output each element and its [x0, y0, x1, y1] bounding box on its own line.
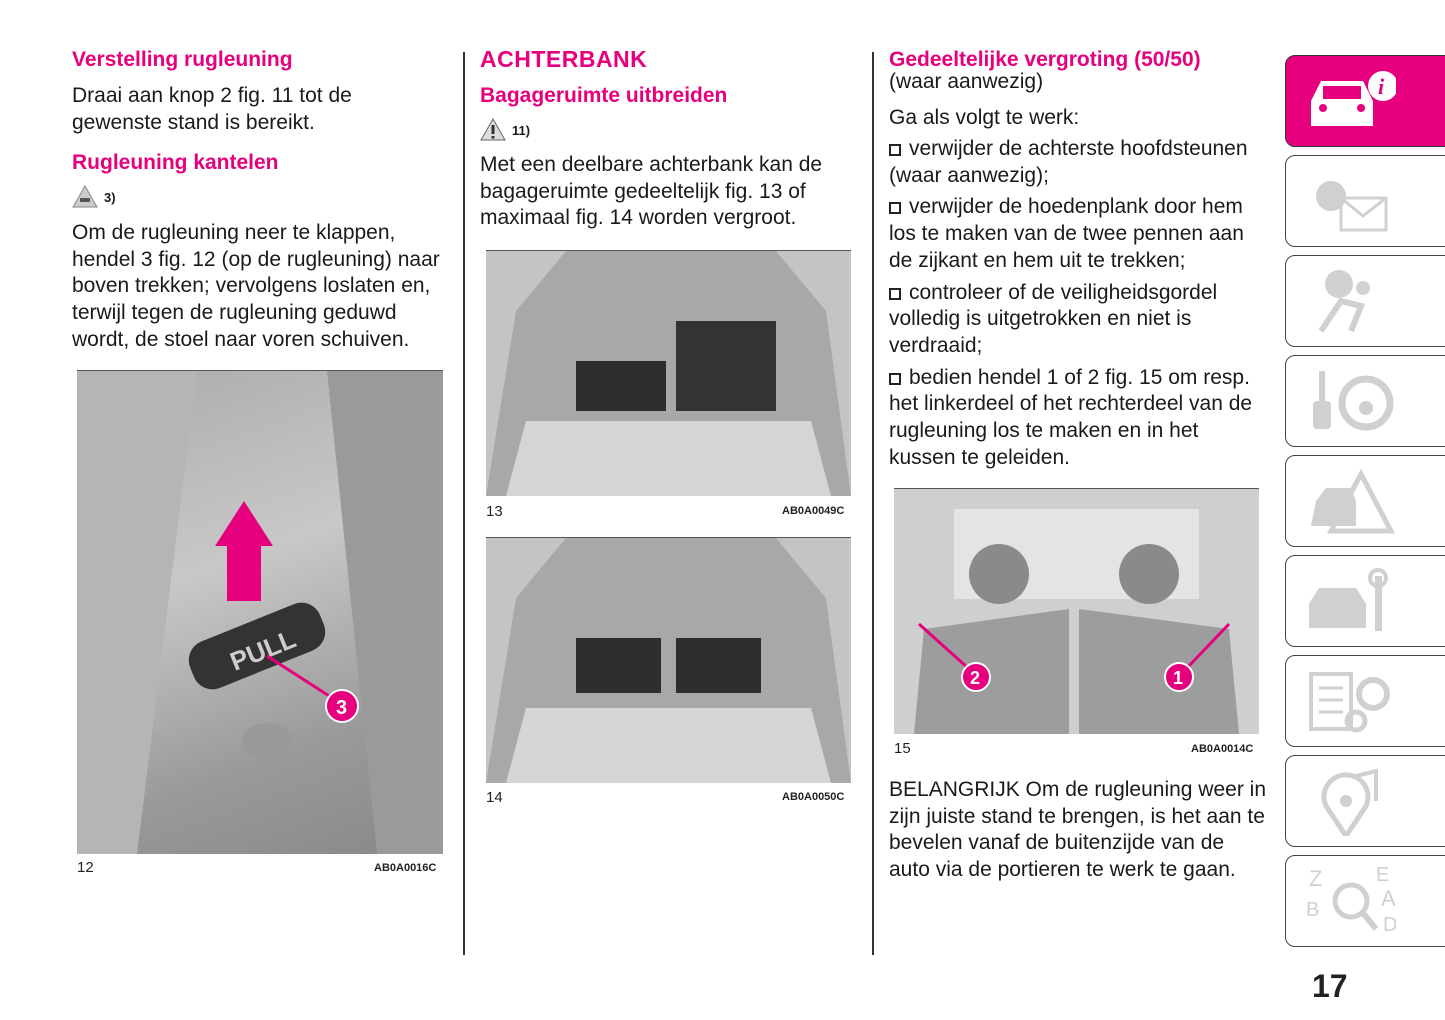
list-item-text: bedien hendel 1 of 2 fig. 15 om resp. he… [889, 365, 1253, 469]
svg-text:E: E [1376, 864, 1389, 886]
figure-13-number: 13 [486, 503, 503, 520]
warning-ref-label: 3) [104, 189, 116, 205]
checkbox-bullet-icon [889, 372, 901, 385]
figure-15-image: 2 1 [894, 488, 1259, 734]
trunk-partial-illustration [486, 251, 851, 496]
section-title-achterbank: ACHTERBANK [480, 46, 648, 72]
list-item-text: verwijder de achterste hoofdsteunen (waa… [889, 137, 1248, 187]
figure-12-image: PULL 3 [77, 370, 443, 854]
multimedia-music-icon [1321, 768, 1378, 836]
tab-maintenance[interactable] [1285, 555, 1445, 647]
figure-15-code: AB0A0014C [1191, 743, 1254, 755]
figure-12-code: AB0A0016C [374, 862, 437, 874]
figure-15-number: 15 [894, 740, 911, 757]
seat-lever-illustration: PULL 3 [77, 371, 443, 854]
list-item: verwijder de hoedenplank door hem los te… [889, 194, 1264, 274]
warning-light-message-icon [1316, 181, 1388, 232]
warning-triangle-icon [480, 118, 506, 141]
svg-text:1: 1 [1173, 668, 1183, 688]
page-number: 17 [1312, 968, 1348, 1004]
heading-verstelling-rugleuning: Verstelling rugleuning [72, 48, 293, 71]
tab-warning-lights-messages[interactable] [1285, 155, 1445, 247]
heading-gedeeltelijke-vergroting: Gedeeltelijke vergroting (50/50) [889, 48, 1201, 71]
tab-car-info[interactable]: i [1285, 55, 1445, 147]
svg-text:B: B [1306, 899, 1319, 921]
list-item-text: verwijder de hoedenplank door hem los te… [889, 195, 1244, 272]
tab-emergency[interactable] [1285, 455, 1445, 547]
checkbox-bullet-icon [889, 144, 901, 156]
seat-warning-icon [72, 185, 98, 208]
paragraph-kantelen: Om de rugleuning neer te klappen, hendel… [72, 221, 440, 351]
intro-text: Ga als volgt te werk: [889, 106, 1080, 129]
trunk-full-illustration [486, 538, 851, 783]
specs-gear-icon [1309, 672, 1390, 733]
figure-12-number: 12 [77, 859, 94, 876]
column-divider [872, 52, 874, 955]
tab-safety[interactable] [1285, 255, 1445, 347]
list-item: controleer of de veiligheidsgordel volle… [889, 280, 1264, 360]
figure-14-image [486, 537, 851, 783]
checkbox-bullet-icon [889, 202, 901, 215]
note-belangrijk: BELANGRIJK Om de rugleuning weer in zijn… [889, 778, 1267, 882]
figure-14-number: 14 [486, 789, 503, 806]
list-item: bedien hendel 1 of 2 fig. 15 om resp. he… [889, 365, 1264, 472]
car-emergency-triangle-icon [1311, 468, 1396, 534]
rear-seat-illustration: 2 1 [894, 489, 1259, 734]
checkbox-bullet-icon [889, 287, 901, 300]
warning-ref-label: 11) [512, 122, 531, 138]
column-divider [463, 52, 465, 955]
svg-text:2: 2 [970, 668, 980, 688]
svg-text:Z: Z [1309, 866, 1322, 891]
warning-reference[interactable]: 3) [72, 185, 116, 209]
figure-14-code: AB0A0050C [782, 791, 845, 803]
tab-starting-driving[interactable] [1285, 355, 1445, 447]
figure-13-code: AB0A0049C [782, 505, 845, 517]
car-wrench-icon [1309, 568, 1388, 631]
svg-text:3: 3 [336, 697, 347, 719]
heading-bagageruimte: Bagageruimte uitbreiden [480, 84, 728, 107]
heading-rugleuning-kantelen: Rugleuning kantelen [72, 151, 279, 174]
car-info-icon: i [1311, 71, 1396, 126]
airbag-seatbelt-icon [1318, 270, 1370, 333]
list-item: verwijder de achterste hoofdsteunen (waa… [889, 136, 1264, 189]
key-steering-wheel-icon [1313, 371, 1394, 431]
svg-text:A: A [1381, 886, 1396, 911]
list-item-text: controleer of de veiligheidsgordel volle… [889, 280, 1218, 357]
subheading-waar-aanwezig: (waar aanwezig) [889, 70, 1044, 93]
svg-text:D: D [1383, 914, 1396, 936]
bullet-list: verwijder de achterste hoofdsteunen (waa… [889, 136, 1264, 471]
svg-text:i: i [1378, 74, 1385, 99]
tab-multimedia[interactable] [1285, 755, 1445, 847]
paragraph-verstelling: Draai aan knop 2 fig. 11 tot de gewenste… [72, 84, 352, 134]
tab-technical-data[interactable] [1285, 655, 1445, 747]
warning-reference[interactable]: 11) [480, 118, 530, 142]
paragraph-bagageruimte: Met een deelbare achterbank kan de bagag… [480, 153, 823, 230]
alphabetical-index-icon: ZB EAD [1306, 864, 1396, 936]
figure-13-image [486, 250, 851, 496]
